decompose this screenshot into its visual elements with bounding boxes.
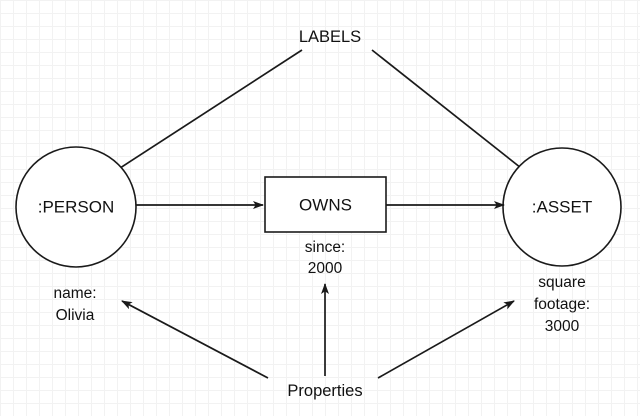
person-property-value: Olivia [56,307,95,324]
properties-to-asset-property-connector [377,300,515,379]
node-person[interactable] [15,146,137,268]
properties-group-caption: Properties [287,382,362,400]
node-asset-label: :ASSET [532,197,592,216]
labels-to-asset-connector [371,49,541,184]
asset-property-value: 3000 [545,318,580,335]
node-owns[interactable] [264,176,387,233]
person-property-key: name: [53,285,96,302]
owns-property-key: since: [305,239,346,256]
asset-property-key-line1: square [538,274,585,291]
properties-to-person-property-connector [121,300,269,379]
asset-property-key-line2: footage: [534,296,590,313]
labels-group-caption: LABELS [299,28,361,46]
owns-property-value: 2000 [308,260,343,277]
node-person-label: :PERSON [38,197,115,216]
node-owns-label: OWNS [299,195,352,214]
labels-to-person-connector [96,49,303,184]
